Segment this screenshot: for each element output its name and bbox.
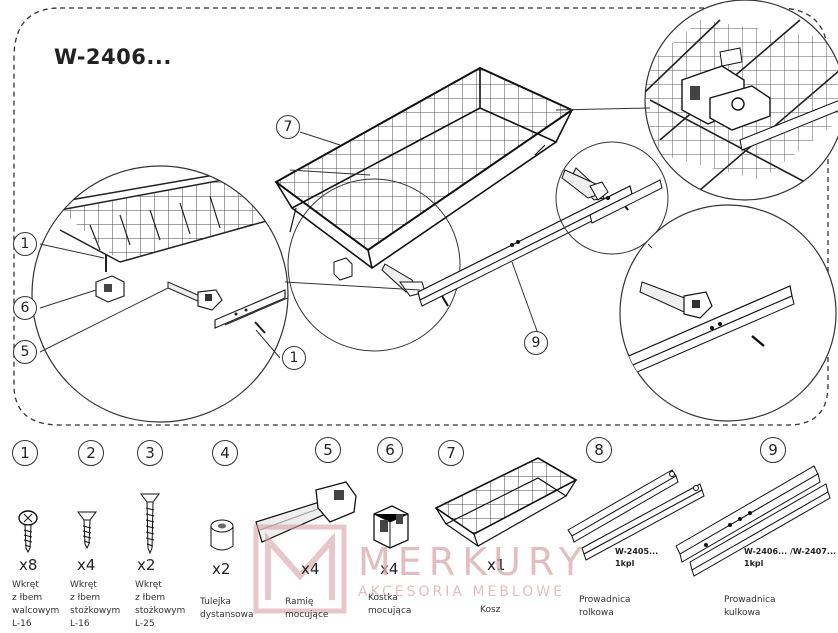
right-detail-circle (619, 204, 837, 422)
part-number-9: 9 (760, 437, 786, 463)
ball-slide-code: W-2406... /W-2407... 1kpl (744, 547, 837, 568)
callout-9: 9 (524, 331, 548, 355)
part-number-7: 7 (438, 440, 464, 466)
parts-row-icons (18, 457, 831, 577)
watermark-tagline: AKCESORIA MEBLOWE (358, 584, 565, 600)
screw-cylinder-head-icon (18, 510, 38, 554)
watermark-brand: MERKURY (358, 540, 590, 584)
basket-main (274, 66, 605, 297)
part-caption-2: Wkręt z łbem stożkowym L-16 (70, 580, 121, 629)
part-number-5: 5 (315, 437, 341, 463)
part-caption-1: Wkręt z łbem walcowym L-16 (12, 580, 60, 629)
callout-1-lower: 1 (282, 346, 306, 370)
part-qty-2: x4 (77, 556, 96, 574)
part-caption-4: Tulejka dystansowa (200, 597, 254, 620)
basket-icon (434, 457, 578, 547)
callout-7: 7 (276, 115, 300, 139)
roller-slide-icon (567, 469, 705, 561)
merkury-logo-watermark (253, 524, 347, 614)
part-number-3: 3 (137, 440, 163, 466)
part-qty-6: x4 (380, 560, 399, 578)
main-slide (417, 185, 635, 307)
roller-slide-code: W-2405... 1kpl (615, 547, 659, 568)
callout-1-upper: 1 (13, 232, 37, 256)
part-qty-5: x4 (301, 560, 320, 578)
mounting-block-icon (373, 505, 409, 549)
dashed-boundary (13, 7, 829, 426)
part-number-8: 8 (586, 437, 612, 463)
mid-right-detail-circle (555, 141, 669, 255)
model-title: W-2406... (54, 45, 172, 69)
part-qty-1: x8 (19, 556, 38, 574)
part-caption-7: Kosz (480, 605, 501, 615)
ball-slide-icon (675, 465, 831, 577)
part-caption-9: Prowadnica kulkowa (724, 595, 776, 618)
part-qty-4: x2 (212, 560, 231, 578)
callout-5: 5 (13, 340, 37, 364)
part-number-4: 4 (212, 440, 238, 466)
mounting-arm-icon (255, 481, 357, 543)
top-right-detail-circle (644, 0, 838, 201)
part-caption-3: Wkręt z łbem stożkowym L-25 (135, 580, 186, 629)
part-qty-7: x1 (487, 556, 506, 574)
callout-6: 6 (13, 296, 37, 320)
screw-countersunk-icon (77, 511, 97, 550)
part-qty-3: x2 (137, 556, 156, 574)
left-detail-circle (31, 165, 289, 423)
part-caption-6: Kostka mocująca (368, 593, 412, 616)
part-caption-5: Ramię mocujące (285, 597, 329, 620)
part-caption-8: Prowadnica rolkowa (579, 595, 631, 618)
screw-long-icon (140, 493, 160, 555)
part-number-1: 1 (12, 440, 38, 466)
spacer-sleeve-icon (210, 519, 234, 551)
part-number-2: 2 (78, 440, 104, 466)
part-number-6: 6 (377, 437, 403, 463)
